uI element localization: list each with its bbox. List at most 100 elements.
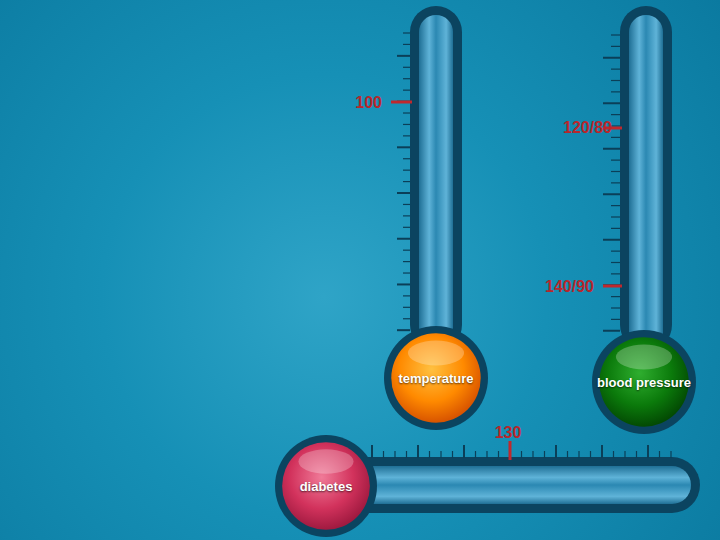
tick-mark <box>611 114 620 115</box>
tick-mark <box>659 451 660 458</box>
tick-mark <box>601 445 603 458</box>
tube-frame <box>410 6 462 351</box>
tick-mark <box>403 261 410 262</box>
tick-mark <box>670 451 671 458</box>
thermometer-bulb: diabetes <box>275 435 377 537</box>
tick-mark <box>611 69 620 70</box>
tick-mark <box>397 238 410 240</box>
tick-mark <box>403 135 410 136</box>
thermometer-bulb: temperature <box>384 326 488 430</box>
tick-mark <box>498 451 499 458</box>
tick-mark <box>403 170 410 171</box>
bulb-fill <box>282 442 370 530</box>
tick-mark <box>611 34 620 35</box>
tick-mark <box>521 451 522 458</box>
scale-value: 130 <box>495 425 522 441</box>
tick-mark <box>403 318 410 319</box>
tick-mark <box>578 451 579 458</box>
tick-mark <box>611 319 620 320</box>
bulb-fill <box>391 333 480 422</box>
tick-mark <box>624 451 625 458</box>
tick-mark <box>403 272 410 273</box>
bulb-highlight <box>616 345 672 370</box>
tick-mark <box>611 205 620 206</box>
tick-mark <box>613 451 614 458</box>
tick-mark <box>463 445 465 458</box>
tick-mark <box>611 137 620 138</box>
tick-mark <box>611 228 620 229</box>
tick-mark <box>567 451 568 458</box>
tick-mark <box>475 451 476 458</box>
tick-mark <box>403 124 410 125</box>
tick-mark <box>532 451 533 458</box>
tick-mark <box>403 181 410 182</box>
tick-mark <box>486 451 487 458</box>
tick-mark <box>403 78 410 79</box>
bulb-label: temperature <box>398 371 473 386</box>
tick-mark <box>603 102 620 104</box>
tick-mark <box>611 262 620 263</box>
tick-mark <box>611 171 620 172</box>
tick-mark <box>611 296 620 297</box>
tick-mark <box>383 451 384 458</box>
tick-mark <box>403 215 410 216</box>
bulb-label: diabetes <box>300 479 353 494</box>
tick-mark <box>403 250 410 251</box>
tick-mark <box>611 216 620 217</box>
tick-mark <box>403 90 410 91</box>
tick-mark <box>397 146 410 148</box>
tick-mark <box>544 451 545 458</box>
reference-mark <box>603 285 622 288</box>
tick-mark <box>647 445 649 458</box>
bulb-highlight <box>408 341 464 366</box>
bulb-label: blood pressure <box>597 375 691 390</box>
reference-mark <box>391 101 412 104</box>
tick-mark <box>403 67 410 68</box>
tube-glass <box>335 466 691 504</box>
tick-mark <box>394 451 395 458</box>
tick-mark <box>555 445 557 458</box>
bulb-highlight <box>298 449 353 473</box>
tube-frame <box>335 457 700 513</box>
tick-mark <box>636 451 637 458</box>
tick-mark <box>603 239 620 241</box>
scale-value: 140/90 <box>545 279 594 295</box>
tick-mark <box>371 445 373 458</box>
tick-mark <box>603 193 620 195</box>
tick-mark <box>403 295 410 296</box>
tick-mark <box>611 160 620 161</box>
tick-mark <box>403 32 410 33</box>
tick-mark <box>611 46 620 47</box>
tube-glass <box>419 15 453 350</box>
tick-mark <box>417 445 419 458</box>
tick-mark <box>611 125 620 126</box>
tick-mark <box>397 55 410 57</box>
tick-mark <box>590 451 591 458</box>
scale-value: 120/80 <box>563 120 612 136</box>
tick-mark <box>611 307 620 308</box>
tick-mark <box>611 80 620 81</box>
tick-mark <box>603 148 620 150</box>
tick-mark <box>611 182 620 183</box>
tick-mark <box>403 204 410 205</box>
tick-mark <box>406 451 407 458</box>
tick-mark <box>603 57 620 59</box>
tick-mark <box>403 112 410 113</box>
tick-mark <box>403 44 410 45</box>
tick-mark <box>440 451 441 458</box>
tick-mark <box>403 227 410 228</box>
bulb-frame <box>592 330 696 434</box>
tick-mark <box>611 91 620 92</box>
tick-mark <box>403 307 410 308</box>
tick-mark <box>397 283 410 285</box>
bulb-frame <box>275 435 377 537</box>
thermometer-bulb: blood pressure <box>592 330 696 434</box>
scale-value: 100 <box>355 95 382 111</box>
tube-glass <box>629 15 663 350</box>
tick-mark <box>429 451 430 458</box>
tick-mark <box>397 192 410 194</box>
bulb-frame <box>384 326 488 430</box>
tick-mark <box>403 158 410 159</box>
tick-mark <box>611 273 620 274</box>
tick-mark <box>452 451 453 458</box>
